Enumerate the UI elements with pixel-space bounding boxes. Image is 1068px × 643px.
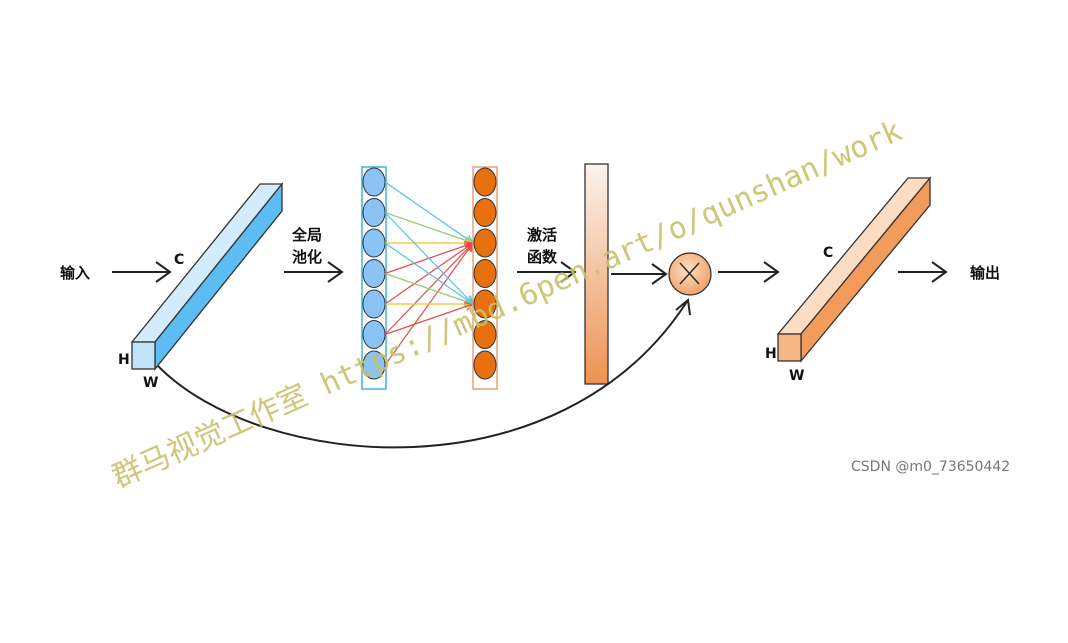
activation-arrow xyxy=(517,261,577,283)
connection-line xyxy=(384,242,474,305)
global-pool-label-2: 池化 xyxy=(292,248,322,266)
multiply-icon xyxy=(679,262,700,285)
fc-node-6 xyxy=(473,320,497,349)
input-c-label: C xyxy=(174,252,184,268)
connection-line xyxy=(384,181,474,244)
watermark-text: 群马视觉工作室 https://mbd.6pen.art/o/qunshan/w… xyxy=(107,113,907,495)
fc-node-1 xyxy=(473,167,497,197)
fc-node-2 xyxy=(473,198,497,227)
fc-node-5 xyxy=(473,289,497,319)
fc-node-column xyxy=(473,167,497,380)
connection-line xyxy=(384,212,474,305)
fc-node-7 xyxy=(473,350,497,380)
excitation-to-multiply-arrow xyxy=(611,263,668,285)
output-h-label: H xyxy=(765,346,777,362)
skip-connection-arrow xyxy=(157,298,691,449)
pool-node-2 xyxy=(362,198,386,227)
output-w-label: W xyxy=(789,368,804,384)
pool-arrow xyxy=(284,261,344,283)
multiply-to-output-arrow xyxy=(718,261,780,283)
input-arrow xyxy=(112,261,172,283)
connection-line xyxy=(384,272,474,305)
output-feature-block xyxy=(776,176,932,363)
pool-node-5 xyxy=(362,289,386,319)
output-c-label: C xyxy=(823,245,833,261)
connection-line xyxy=(384,303,474,336)
pool-node-3 xyxy=(362,228,386,258)
pool-column-frame xyxy=(361,166,387,390)
input-feature-block xyxy=(130,182,284,371)
global-pool-label-1: 全局 xyxy=(291,226,322,244)
activation-label-2: 函数 xyxy=(527,248,558,266)
pool-node-4 xyxy=(362,259,386,288)
pool-node-1 xyxy=(362,167,386,197)
fc-node-3 xyxy=(473,228,497,258)
output-arrow xyxy=(898,261,948,283)
excitation-vector xyxy=(584,163,609,385)
input-w-label: W xyxy=(143,375,158,391)
input-label: 输入 xyxy=(60,264,90,282)
connection-line xyxy=(384,211,474,244)
fc-node-4 xyxy=(473,259,497,288)
csdn-credit: CSDN @m0_73650442 xyxy=(851,459,1010,475)
output-label: 输出 xyxy=(970,264,1000,282)
fc-column-frame xyxy=(472,166,498,390)
activation-label-1: 激活 xyxy=(527,226,557,244)
input-h-label: H xyxy=(118,352,130,368)
